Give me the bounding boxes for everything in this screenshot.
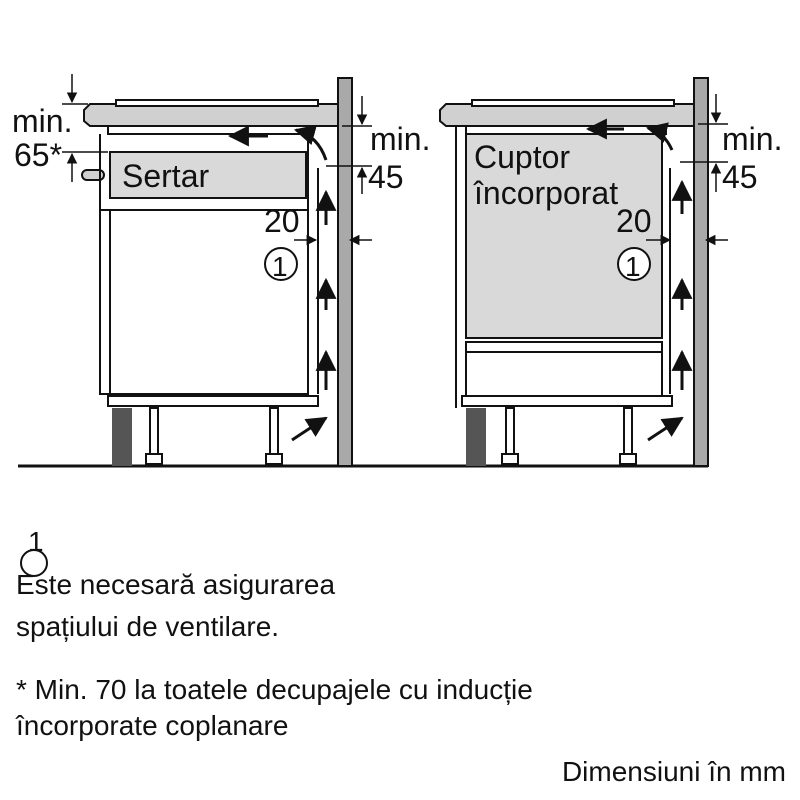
right-leg-2-foot: [619, 453, 637, 465]
notes-callout-marker: 1: [20, 527, 48, 577]
right-leg-1-foot: [501, 453, 519, 465]
left-callout-circle: [264, 247, 298, 281]
left-leg-1-foot: [145, 453, 163, 465]
right-right-dim-label: min.: [722, 121, 782, 157]
right-wall: [693, 77, 709, 467]
right-callout-number: 1: [625, 251, 641, 282]
left-base-rail: [107, 395, 319, 407]
left-cabinet-door: [99, 209, 309, 395]
left-top-dim-label: min.: [12, 103, 72, 139]
right-base-rail: [461, 395, 673, 407]
drawer-label: Sertar: [122, 158, 209, 194]
oven-body: [465, 133, 663, 339]
left-airflow-bottom-arrow: [291, 416, 328, 442]
note-units: Dimensiuni în mm: [561, 756, 786, 787]
right-plinth: [466, 408, 486, 466]
left-leg-2-foot: [265, 453, 283, 465]
right-worktop: [439, 103, 695, 127]
right-airflow-curve-arrow: [645, 122, 674, 151]
left-gap-value: 20: [264, 203, 300, 239]
left-leg-2: [269, 407, 279, 455]
right-leg-1: [505, 407, 515, 455]
right-callout-circle: [617, 247, 651, 281]
oven-label-line1: Cuptor: [474, 139, 570, 175]
drawer-front: [109, 151, 307, 199]
left-wall: [337, 77, 353, 467]
right-cabinet-diagram: Cuptor încorporat min. 45 20 1: [439, 77, 782, 467]
left-cooktop: [115, 99, 319, 107]
notes-callout-circle: [20, 549, 48, 577]
left-callout-number: 1: [272, 251, 288, 282]
right-lower-panel: [465, 341, 663, 397]
left-right-dim-value: 45: [368, 159, 404, 195]
left-knob: [81, 169, 105, 181]
left-right-dim-label: min.: [370, 121, 430, 157]
right-airflow-bottom-arrow: [647, 416, 684, 442]
left-leg-1: [149, 407, 159, 455]
notes-callout-number: 1: [28, 527, 44, 557]
installation-diagram: Sertar min. 65*: [12, 74, 782, 468]
note-asterisk-line2: încorporate coplanare: [16, 710, 289, 741]
left-top-dim-value: 65*: [14, 137, 62, 173]
note-callout-line2: spațiului de ventilare.: [16, 611, 280, 642]
note-asterisk-line1: * Min. 70 la toatele decupajele cu induc…: [16, 674, 533, 705]
left-airflow-curve-arrow: [293, 124, 328, 161]
right-leg-2: [623, 407, 633, 455]
oven-label-line2: încorporat: [473, 175, 618, 211]
right-right-dim-value: 45: [722, 159, 758, 195]
left-cooktop-body: [107, 125, 309, 135]
right-gap-value: 20: [616, 203, 652, 239]
left-cabinet-diagram: Sertar min. 65*: [12, 74, 430, 467]
note-callout-line1: Este necesară asigurarea: [16, 569, 336, 600]
left-worktop: [83, 103, 339, 127]
left-plinth: [112, 408, 132, 466]
right-cooktop-body: [465, 125, 667, 135]
right-cooktop: [471, 99, 675, 107]
